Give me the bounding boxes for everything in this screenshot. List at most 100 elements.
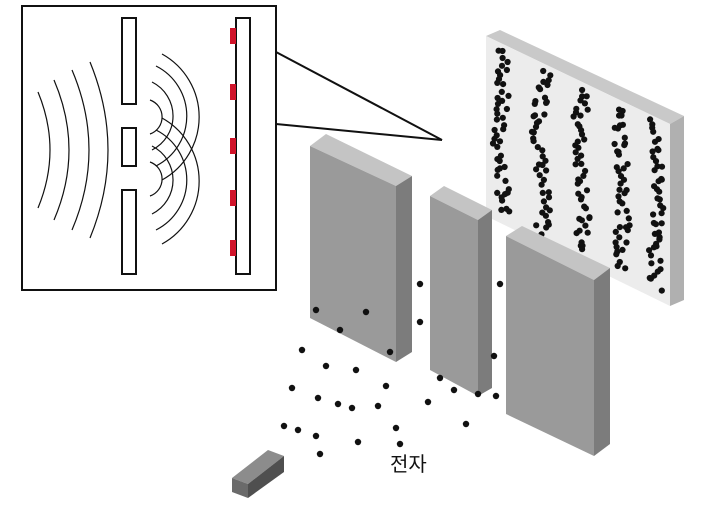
pattern-dot	[576, 215, 583, 222]
pattern-dot	[649, 148, 656, 155]
electron-gun-front	[232, 478, 248, 498]
pattern-dot	[584, 229, 591, 236]
electron-gun-side	[248, 456, 284, 498]
pattern-dot	[581, 100, 589, 107]
pattern-dot	[616, 234, 623, 241]
pattern-dot	[494, 166, 501, 173]
diffracted-wavefronts	[149, 53, 200, 245]
electron-gun-top	[232, 450, 284, 484]
pattern-dot	[586, 214, 593, 222]
pattern-dot	[572, 161, 579, 168]
pattern-dot	[502, 177, 509, 184]
pattern-dot	[616, 106, 623, 113]
pattern-dot	[660, 205, 667, 212]
pattern-dot	[584, 106, 591, 113]
pattern-dot	[491, 126, 498, 134]
callout-line-top	[275, 51, 443, 141]
pattern-dot	[656, 196, 663, 203]
pattern-dot	[543, 167, 550, 174]
slab-left	[310, 134, 412, 362]
pattern-dot	[579, 86, 586, 94]
pattern-dot	[498, 206, 505, 213]
slit-barrier	[121, 17, 137, 275]
pattern-dot	[611, 140, 618, 148]
pattern-dot	[540, 176, 548, 183]
pattern-dot	[574, 121, 581, 128]
pattern-dot	[582, 167, 589, 175]
pattern-dot	[503, 66, 510, 74]
pattern-dot	[616, 186, 623, 193]
pattern-dot	[619, 246, 626, 253]
pattern-dot	[541, 111, 548, 118]
pattern-dot	[655, 178, 662, 185]
pattern-dot	[581, 136, 588, 143]
pattern-dot	[611, 124, 618, 131]
slab-right-side	[594, 268, 610, 456]
detection-screen	[235, 17, 251, 275]
pattern-dot	[574, 155, 581, 162]
electron-gun-icon	[232, 450, 284, 498]
pattern-dot	[535, 84, 542, 91]
pattern-dot	[615, 151, 623, 158]
callout-line-bottom	[275, 123, 443, 141]
pattern-dot	[623, 207, 630, 214]
pattern-dot	[650, 244, 658, 251]
pattern-dot	[619, 200, 626, 207]
back-screen-edge	[670, 116, 684, 306]
pattern-dot	[575, 144, 582, 151]
pattern-dot	[542, 212, 550, 219]
pattern-dot	[496, 157, 503, 165]
pattern-dot	[651, 230, 659, 237]
pattern-dot	[499, 54, 506, 62]
pattern-dot	[531, 100, 538, 107]
incoming-wavefronts	[37, 61, 109, 239]
barrier-bottom	[121, 189, 137, 275]
pattern-dot	[614, 262, 621, 270]
pattern-dot	[494, 94, 501, 102]
pattern-dot	[534, 144, 541, 151]
pattern-dot	[648, 260, 655, 267]
pattern-dot	[656, 188, 663, 195]
pattern-dot	[613, 251, 620, 258]
pattern-dot	[500, 81, 507, 88]
pattern-dot	[533, 222, 540, 229]
pattern-dot	[570, 113, 577, 120]
electron-label: 전자	[390, 452, 427, 476]
pattern-dot	[613, 243, 620, 251]
pattern-dot	[654, 268, 661, 275]
pattern-dot	[647, 252, 655, 259]
pattern-dot	[498, 62, 506, 69]
pattern-dot	[494, 110, 501, 117]
pattern-dot	[624, 227, 631, 234]
pattern-dot	[621, 142, 628, 149]
pattern-dot	[544, 81, 551, 89]
barrier-middle	[121, 127, 137, 167]
barrier-top	[121, 17, 137, 105]
pattern-dot	[498, 88, 505, 95]
pattern-dot	[539, 147, 546, 154]
slab-left-top	[310, 134, 412, 186]
pattern-dot	[652, 158, 660, 165]
pattern-dot	[651, 138, 659, 145]
pattern-dot	[500, 126, 507, 133]
pattern-dot	[657, 257, 664, 264]
pattern-dot	[540, 198, 548, 205]
pattern-dot	[499, 197, 506, 204]
pattern-dot	[582, 205, 590, 212]
pattern-dot	[578, 131, 586, 138]
electron-particles	[280, 280, 504, 458]
pattern-dot	[577, 112, 584, 119]
interference-dots	[489, 47, 667, 294]
pattern-dot	[616, 112, 623, 119]
pattern-dot	[583, 187, 591, 194]
pattern-dot	[504, 58, 511, 66]
pattern-dot	[656, 236, 663, 243]
pattern-dot	[545, 194, 553, 201]
pattern-dot	[577, 97, 584, 104]
slab-middle-side	[478, 210, 492, 396]
pattern-dot	[655, 147, 662, 154]
pattern-dot	[616, 224, 624, 231]
pattern-dot	[624, 161, 631, 168]
pattern-dot	[578, 160, 585, 167]
